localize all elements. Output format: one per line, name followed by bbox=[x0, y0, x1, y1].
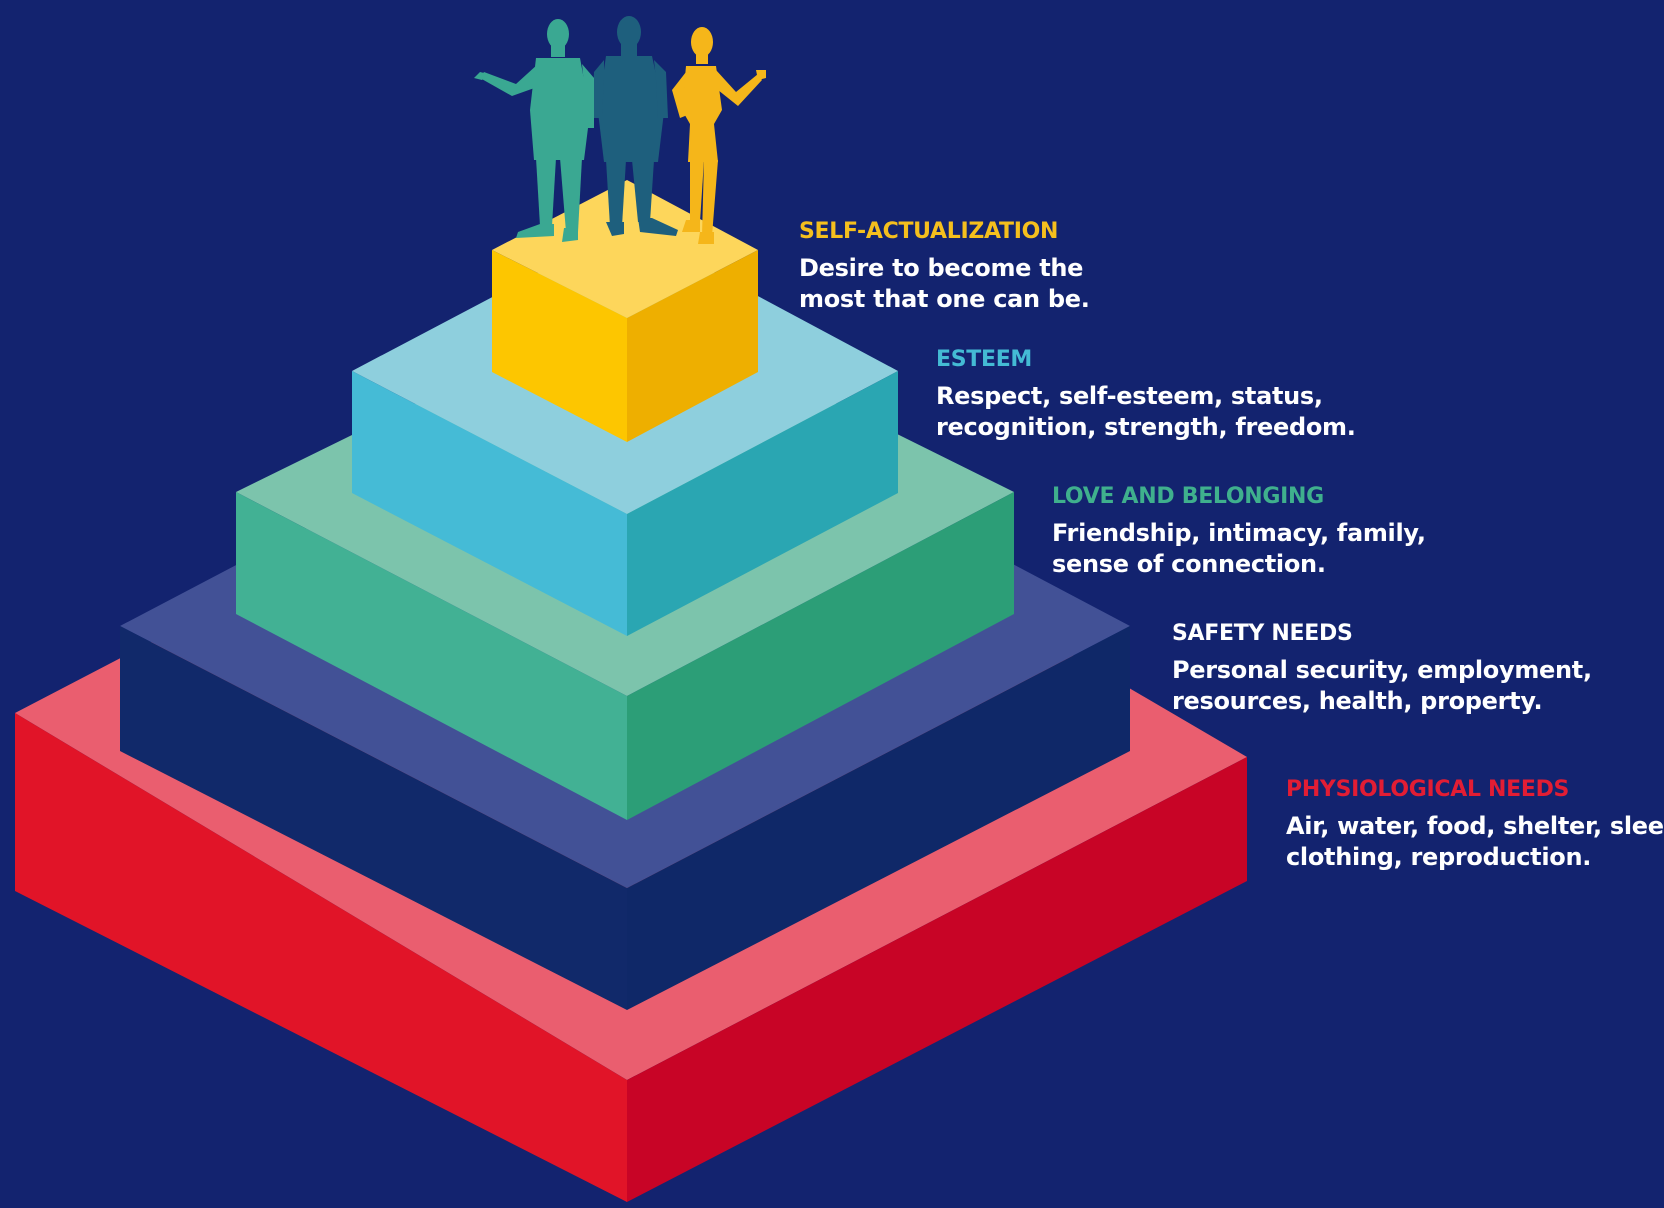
label-love-belonging: LOVE AND BELONGING Friendship, intimacy,… bbox=[1052, 484, 1426, 580]
description-line: Friendship, intimacy, family, bbox=[1052, 519, 1426, 547]
label-esteem: ESTEEM Respect, self-esteem, status, rec… bbox=[936, 347, 1356, 443]
description-line: Air, water, food, shelter, sleep, bbox=[1286, 812, 1664, 840]
description-line: Personal security, employment, bbox=[1172, 656, 1592, 684]
man-left-silhouette bbox=[474, 19, 594, 242]
description-line: sense of connection. bbox=[1052, 550, 1326, 578]
level-title: ESTEEM bbox=[936, 347, 1033, 372]
level-title: SELF-ACTUALIZATION bbox=[799, 219, 1059, 244]
description-line: Respect, self-esteem, status, bbox=[936, 382, 1323, 410]
label-self-actualization: SELF-ACTUALIZATION Desire to become the … bbox=[799, 219, 1090, 315]
tier-safety-right-face bbox=[627, 626, 1130, 1010]
tier-self-actualization-right-face bbox=[627, 250, 758, 442]
level-description: Air, water, food, shelter, sleep, clothi… bbox=[1286, 811, 1664, 873]
level-description: Friendship, intimacy, family, sense of c… bbox=[1052, 518, 1426, 580]
tier-physiological-right-face bbox=[627, 757, 1247, 1202]
tier-esteem-left-face bbox=[352, 371, 627, 636]
description-line: clothing, reproduction. bbox=[1286, 843, 1592, 871]
tier-safety-left-face bbox=[120, 626, 627, 1010]
description-line: recognition, strength, freedom. bbox=[936, 413, 1356, 441]
level-title: LOVE AND BELONGING bbox=[1052, 484, 1324, 509]
level-description: Desire to become the most that one can b… bbox=[799, 253, 1090, 315]
man-center-silhouette bbox=[592, 16, 678, 236]
woman-right-silhouette bbox=[672, 27, 766, 244]
tier-love-right-face bbox=[627, 492, 1014, 820]
label-safety-needs: SAFETY NEEDS Personal security, employme… bbox=[1172, 621, 1592, 717]
tier-love-left-face bbox=[236, 492, 627, 820]
tier-physiological-left-face bbox=[15, 713, 627, 1202]
level-title: SAFETY NEEDS bbox=[1172, 621, 1353, 646]
description-line: resources, health, property. bbox=[1172, 687, 1543, 715]
description-line: most that one can be. bbox=[799, 285, 1090, 313]
level-title: PHYSIOLOGICAL NEEDS bbox=[1286, 777, 1570, 802]
level-description: Respect, self-esteem, status, recognitio… bbox=[936, 381, 1356, 443]
label-physiological-needs: PHYSIOLOGICAL NEEDS Air, water, food, sh… bbox=[1286, 777, 1664, 873]
tier-esteem-right-face bbox=[627, 371, 898, 636]
people-silhouettes bbox=[474, 16, 766, 244]
level-description: Personal security, employment, resources… bbox=[1172, 655, 1592, 717]
tier-self-actualization-left-face bbox=[492, 250, 627, 442]
description-line: Desire to become the bbox=[799, 254, 1084, 282]
